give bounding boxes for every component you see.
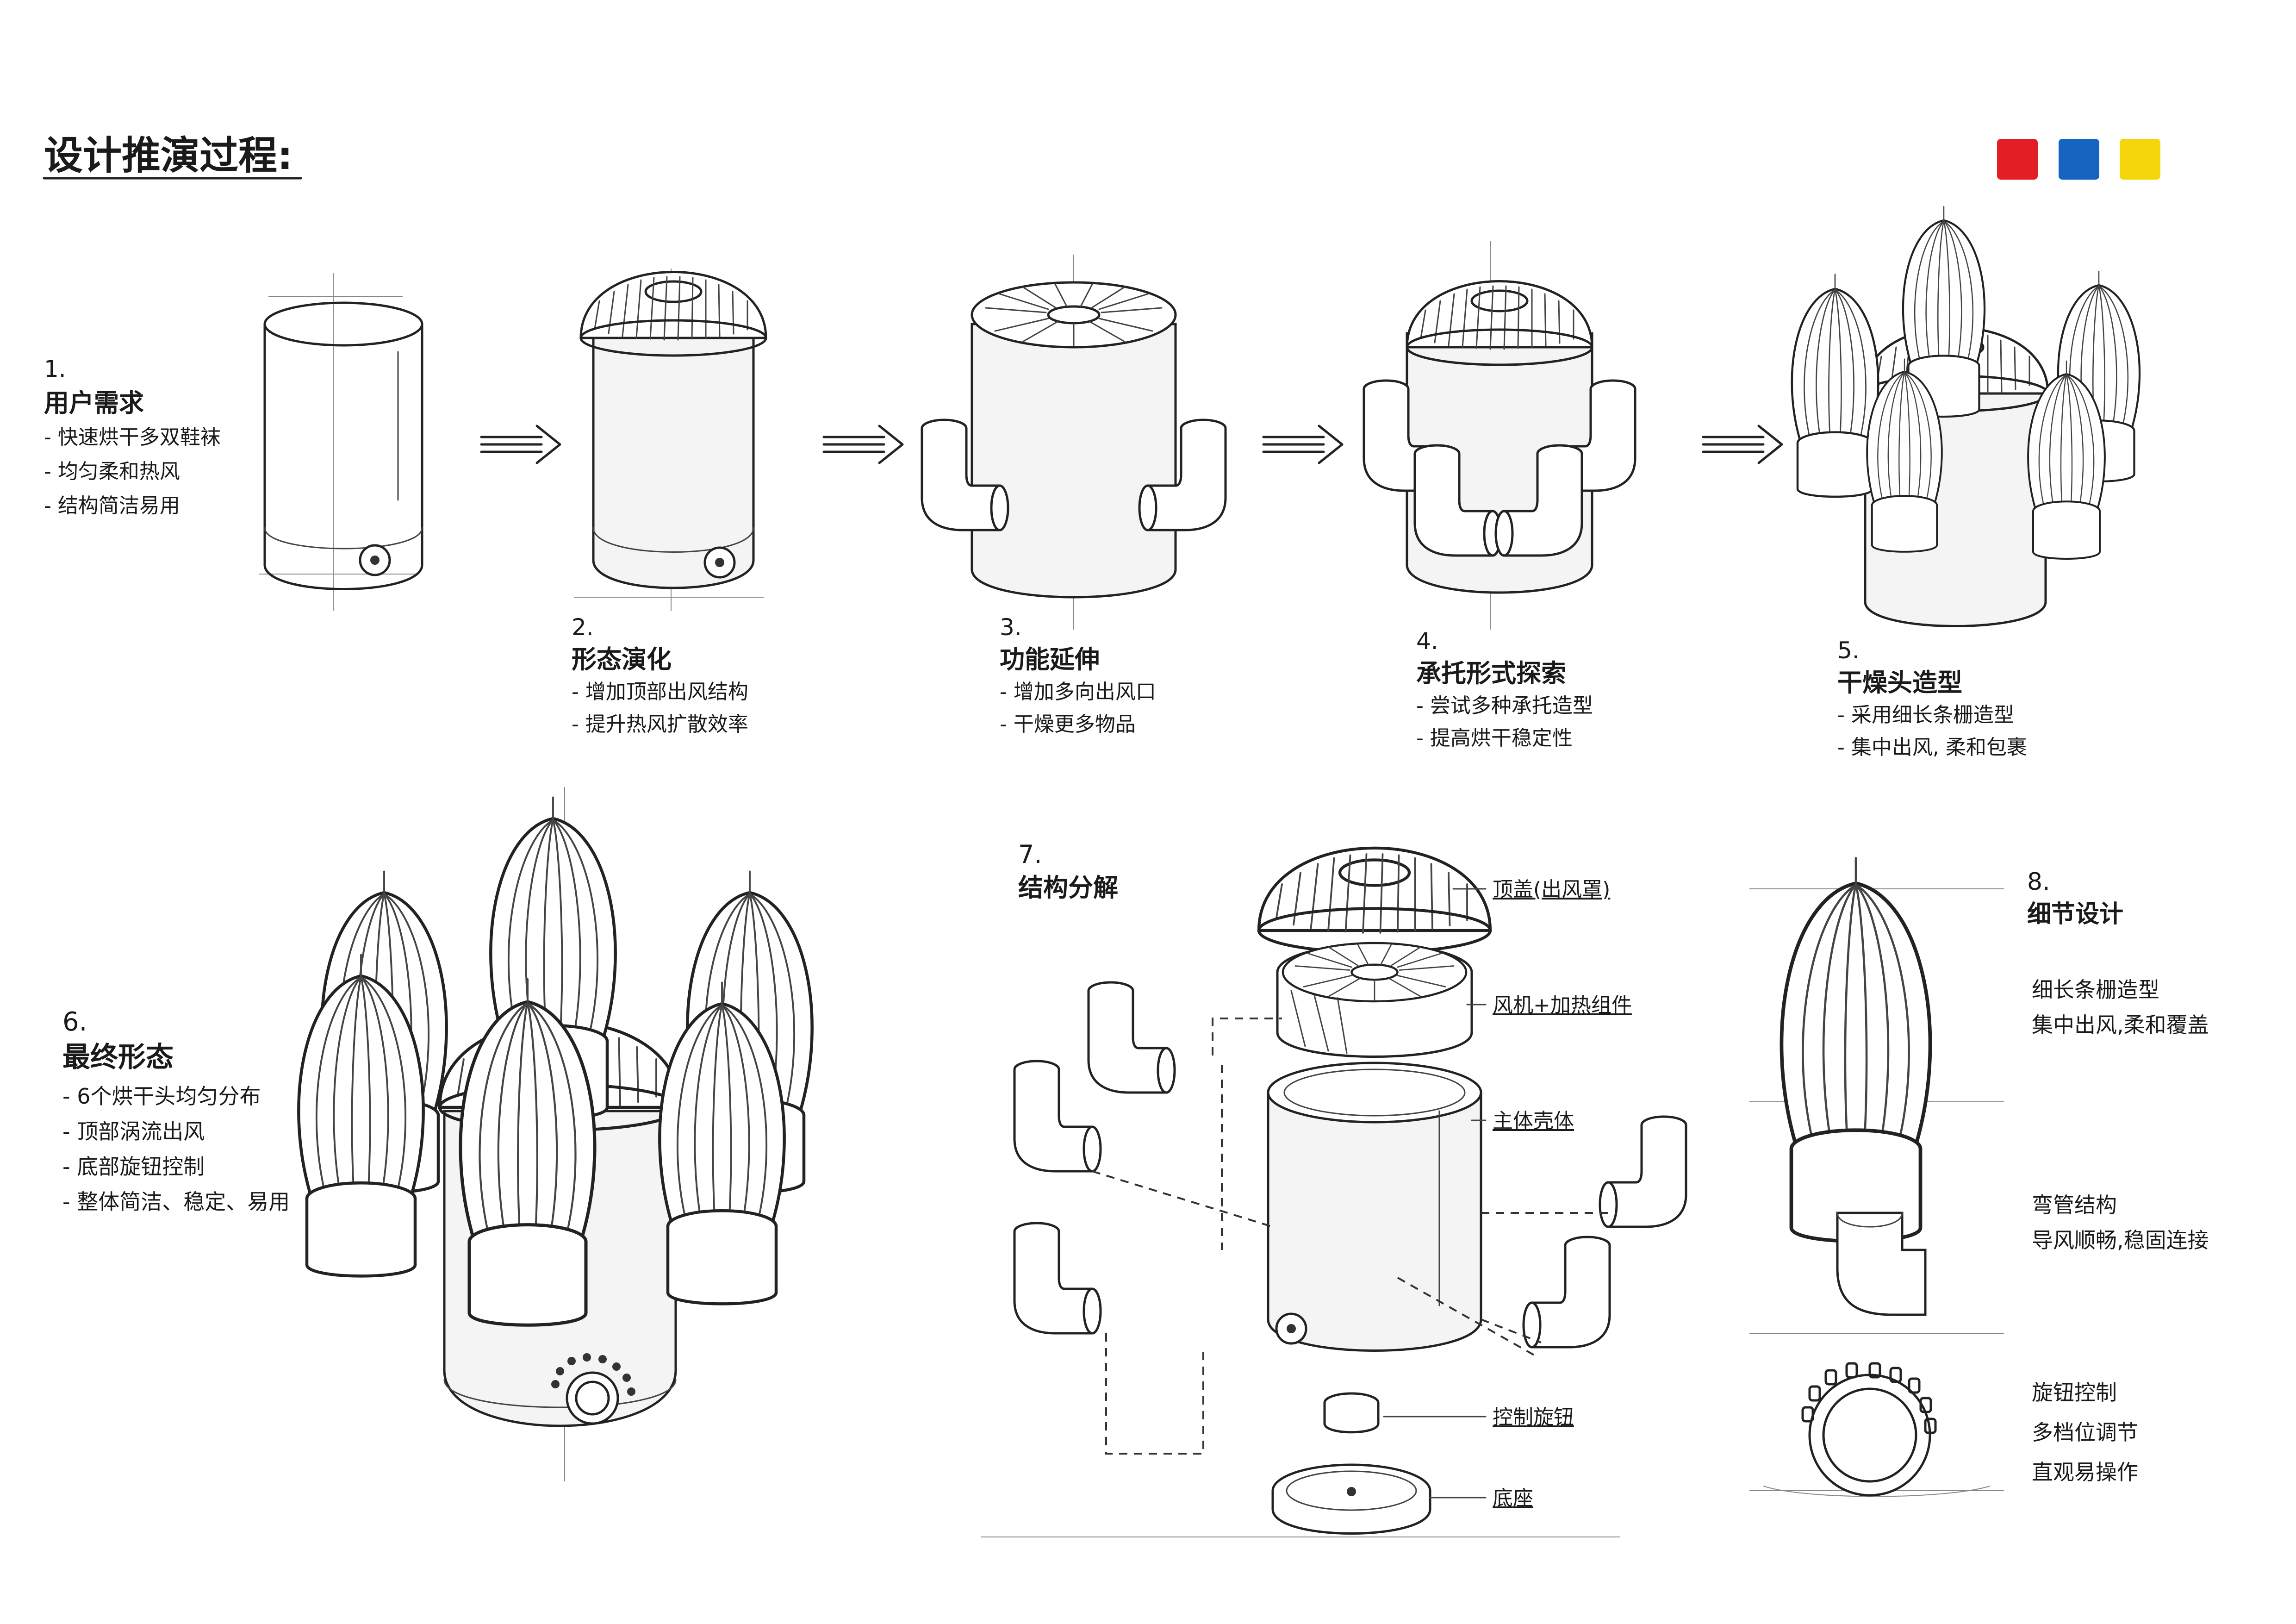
detail-1-text: 细长条栅造型 集中出风,柔和覆盖	[2032, 972, 2209, 1043]
step-7-exploded-view	[981, 848, 1686, 1537]
step-1-number: 1.	[44, 356, 66, 382]
step-arrow-4	[1702, 425, 1783, 464]
header: 设计推演过程:	[43, 133, 2160, 180]
fan-module	[1276, 943, 1473, 1058]
step-1-sketch	[259, 273, 423, 611]
step-arrow-1	[480, 425, 561, 464]
step-5-note: - 集中出风, 柔和包裹	[1837, 736, 2027, 759]
step-4-caption: 4. 承托形式探索 - 尝试多种承托造型 - 提高烘干稳定性	[1416, 625, 1593, 755]
step-4-note: - 尝试多种承托造型	[1416, 694, 1593, 718]
step-4-note: - 提高烘干稳定性	[1416, 726, 1573, 750]
detail-3-desc: 多档位调节	[2032, 1420, 2138, 1445]
step-1-caption: 1. 用户需求 - 快速烘干多双鞋袜 - 均匀柔和热风 - 结构简洁易用	[44, 352, 221, 523]
part-label-main-shell: 主体壳体	[1493, 1109, 1574, 1133]
part-label-top-cap: 顶盖(出风罩)	[1493, 878, 1611, 901]
step-arrow-2	[822, 425, 904, 464]
step-6-note: - 顶部涡流出风	[62, 1119, 205, 1144]
color-swatch-blue	[2059, 139, 2099, 180]
detail-elbow	[1836, 1212, 1927, 1316]
main-shell	[1267, 1062, 1482, 1352]
step-2-number: 2.	[572, 614, 594, 641]
color-swatch-yellow	[2120, 139, 2160, 180]
step-5-number: 5.	[1837, 637, 1860, 664]
color-swatch-red	[1997, 139, 2038, 180]
step-7-title: 结构分解	[1018, 873, 1118, 902]
page-title: 设计推演过程:	[44, 133, 293, 178]
step-5-sketch	[1792, 206, 2140, 627]
step-1-note: - 均匀柔和热风	[44, 460, 180, 483]
step-5-note: - 采用细长条栅造型	[1837, 703, 2014, 727]
step-8-number: 8.	[2027, 868, 2050, 896]
step-6-note: - 6个烘干头均匀分布	[62, 1084, 261, 1109]
step-5-caption: 5. 干燥头造型 - 采用细长条栅造型 - 集中出风, 柔和包裹	[1837, 634, 2027, 764]
base-part	[1271, 1463, 1431, 1535]
step-3-note: - 增加多向出风口	[1000, 680, 1156, 704]
step-8-details	[1749, 858, 2004, 1497]
step-6-caption: 6. 最终形态 - 6个烘干头均匀分布 - 顶部涡流出风 - 底部旋钮控制 - …	[62, 1005, 290, 1219]
step-3-title: 功能延伸	[1000, 645, 1100, 674]
step-4-title: 承托形式探索	[1416, 659, 1566, 688]
control-knob-part	[1323, 1392, 1380, 1434]
detail-knob	[1763, 1362, 1991, 1497]
step-8-title: 细节设计	[2027, 900, 2124, 928]
step-6-note: - 底部旋钮控制	[62, 1154, 205, 1179]
step-8-caption: 8. 细节设计	[2027, 866, 2123, 931]
part-label-control-knob: 控制旋钮	[1493, 1405, 1574, 1429]
detail-1-desc: 集中出风,柔和覆盖	[2032, 1012, 2209, 1037]
step-2-caption: 2. 形态演化 - 增加顶部出风结构 - 提升热风扩散效率	[572, 611, 748, 741]
step-3-note: - 干燥更多物品	[1000, 712, 1136, 736]
step-1-title: 用户需求	[44, 388, 144, 418]
step-4-number: 4.	[1416, 628, 1438, 655]
detail-2-title: 弯管结构	[2032, 1193, 2117, 1218]
step-7-caption: 7. 结构分解	[1018, 838, 1118, 905]
detail-3-text: 旋钮控制 多档位调节 直观易操作	[2032, 1373, 2138, 1492]
part-label-base: 底座	[1493, 1487, 1533, 1510]
detail-2-desc: 导风顺畅,稳固连接	[2032, 1228, 2209, 1253]
step-6-note: - 整体简洁、稳定、易用	[62, 1189, 290, 1214]
step-2-title: 形态演化	[572, 645, 672, 674]
step-4-sketch	[1364, 241, 1635, 630]
step-6-number: 6.	[62, 1007, 87, 1037]
step-2-note: - 提升热风扩散效率	[572, 712, 748, 736]
step-5-title: 干燥头造型	[1837, 668, 1962, 697]
part-label-fan-heater: 风机+加热组件	[1493, 993, 1632, 1017]
step-6-sketch	[299, 787, 812, 1481]
step-6-title: 最终形态	[62, 1041, 174, 1074]
step-1-note: - 快速烘干多双鞋袜	[44, 425, 221, 449]
detail-3-desc-2: 直观易操作	[2032, 1460, 2138, 1485]
step-2-sketch	[574, 269, 766, 611]
step-1-note: - 结构简洁易用	[44, 494, 180, 518]
step-3-caption: 3. 功能延伸 - 增加多向出风口 - 干燥更多物品	[1000, 611, 1156, 741]
step-2-note: - 增加顶部出风结构	[572, 680, 748, 704]
detail-2-text: 弯管结构 导风顺畅,稳固连接	[2032, 1187, 2209, 1258]
step-7-number: 7.	[1018, 840, 1042, 869]
detail-3-title: 旋钮控制	[2032, 1380, 2117, 1405]
step-arrow-3	[1262, 425, 1344, 464]
step-3-sketch	[922, 255, 1226, 630]
step-3-number: 3.	[1000, 614, 1022, 641]
detail-1-title: 细长条栅造型	[2032, 977, 2159, 1002]
